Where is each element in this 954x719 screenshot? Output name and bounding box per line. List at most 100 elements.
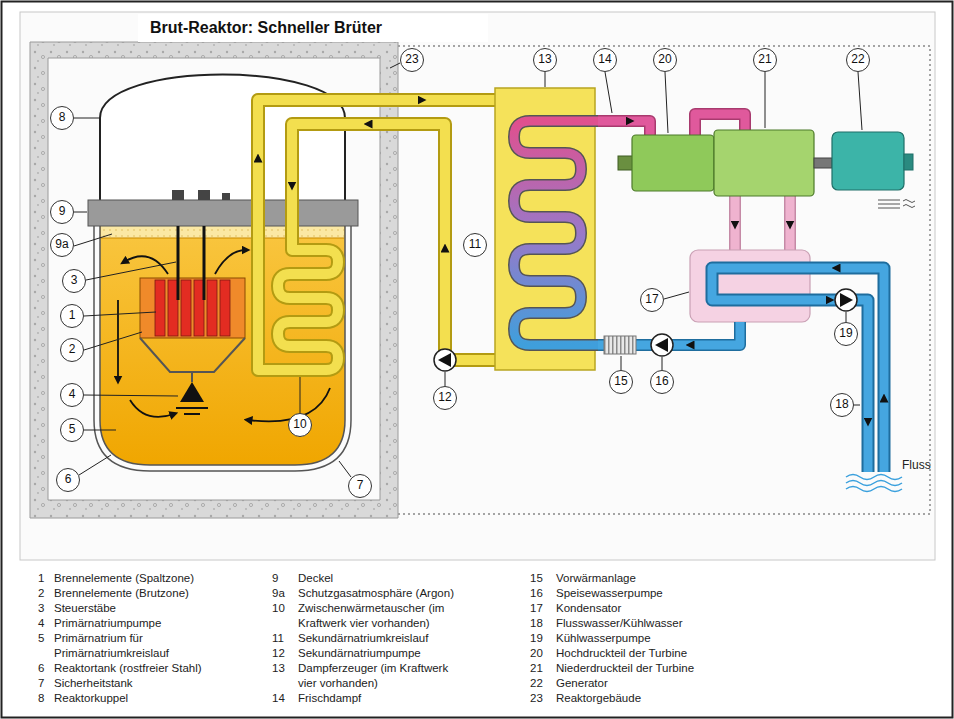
callout-number: 23 [400, 48, 424, 72]
leader-lines [390, 63, 400, 68]
primary-pump [184, 413, 200, 415]
leader-lines [621, 356, 622, 370]
leader-lines [854, 405, 860, 406]
reactor-core [140, 278, 245, 338]
legend-text: Sicherheitstank [54, 676, 133, 691]
legend-text: Schutzgasatmosphäre (Argon) [298, 586, 454, 601]
steam-pipes [598, 121, 650, 135]
legend-number: 4 [38, 616, 44, 631]
leader-lines [84, 332, 142, 350]
callout-number: 16 [650, 370, 674, 394]
steam-generator [495, 88, 600, 370]
legend-number: 8 [38, 691, 44, 706]
steam-pipes [735, 196, 790, 252]
pumps [655, 338, 668, 352]
flow-arrows [368, 124, 380, 125]
secondary-sodium-loop [258, 100, 495, 370]
reactor-lid [172, 190, 184, 200]
reactor-core [220, 280, 230, 336]
reactor-core [177, 226, 180, 300]
reactor-core [140, 226, 245, 382]
callout-number: 9 [50, 200, 74, 224]
leader-lines [445, 372, 446, 386]
legend-text: Primärnatriumpumpe [54, 616, 161, 631]
reactor-lid [198, 190, 210, 200]
legend-number: 10 [272, 601, 285, 616]
pumps [434, 289, 857, 371]
preheater [604, 336, 636, 354]
callout-number: 19 [834, 322, 858, 346]
leader-lines [86, 262, 176, 280]
callout-number: 18 [830, 393, 854, 417]
legend-text: Kühlwasserpumpe [556, 631, 651, 646]
leader-lines [74, 118, 99, 119]
steam-pipes [598, 121, 650, 135]
turbine-generator [632, 135, 714, 191]
turbine-generator [714, 130, 814, 196]
river [846, 475, 902, 492]
callout-number: 9a [50, 233, 74, 257]
leader-lines [300, 377, 301, 413]
leader-lines [74, 212, 87, 213]
leader-lines [662, 357, 663, 370]
leader-lines [84, 395, 178, 396]
reactor-core [155, 280, 165, 336]
leader-lines [84, 430, 116, 431]
flow-arrows [836, 268, 848, 269]
flow-arrows [258, 158, 259, 170]
flow-arrows [790, 213, 791, 225]
steam-pipes [735, 196, 790, 252]
reactor-tank [101, 238, 344, 239]
legend-number: 23 [530, 691, 543, 706]
legend-number: 21 [530, 661, 543, 676]
legend-number: 7 [38, 676, 44, 691]
leader-lines [545, 72, 546, 87]
legend-number: 9 [272, 571, 278, 586]
primary-pump [176, 382, 208, 414]
legend-text: Primärnatrium für Primärnatriumkreislauf [54, 631, 194, 661]
callout-number: 20 [653, 48, 677, 72]
legend-number: 19 [530, 631, 543, 646]
leader-lines [664, 292, 689, 299]
callout-number: 12 [433, 386, 457, 410]
legend-text: Generator [556, 676, 608, 691]
legend-text: Kondensator [556, 601, 621, 616]
steam-generator [514, 121, 600, 345]
reactor-core [207, 280, 217, 336]
river [846, 487, 902, 492]
callout-number: 21 [753, 48, 777, 72]
callout-number: 1 [60, 304, 84, 328]
leader-lines [858, 72, 862, 130]
callout-number: 13 [533, 48, 557, 72]
legend-number: 15 [530, 571, 543, 586]
legend-number: 11 [272, 631, 284, 646]
water-pipes [598, 268, 884, 472]
legend-text: Reaktorgebäude [556, 691, 641, 706]
flow-arrows [735, 213, 736, 225]
pumps [434, 349, 456, 371]
reactor-core [203, 226, 206, 300]
circulation-arrows [248, 388, 330, 421]
primary-pump [180, 382, 204, 402]
turbine-generator [878, 204, 900, 205]
legend-text: Sekundärnatriumpumpe [298, 646, 421, 661]
legend-number: 2 [38, 586, 44, 601]
legend-number: 14 [272, 691, 285, 706]
river [846, 481, 902, 486]
flow-arrows [618, 121, 630, 122]
leader-lines [339, 461, 351, 477]
legend-number: 13 [272, 661, 285, 676]
legend-text: Vorwärmanlage [556, 571, 636, 586]
legend-number: 3 [38, 601, 44, 616]
reactor-lid [88, 200, 358, 226]
leader-lines [84, 312, 156, 316]
legend-text: Reaktorkuppel [54, 691, 128, 706]
pumps [835, 289, 857, 311]
legend-text: Flusswasser/Kühlwasser [556, 616, 683, 631]
legend-number: 5 [38, 631, 44, 646]
river [846, 475, 902, 480]
circulation-arrows [130, 400, 174, 417]
legend-number: 1 [38, 571, 44, 586]
